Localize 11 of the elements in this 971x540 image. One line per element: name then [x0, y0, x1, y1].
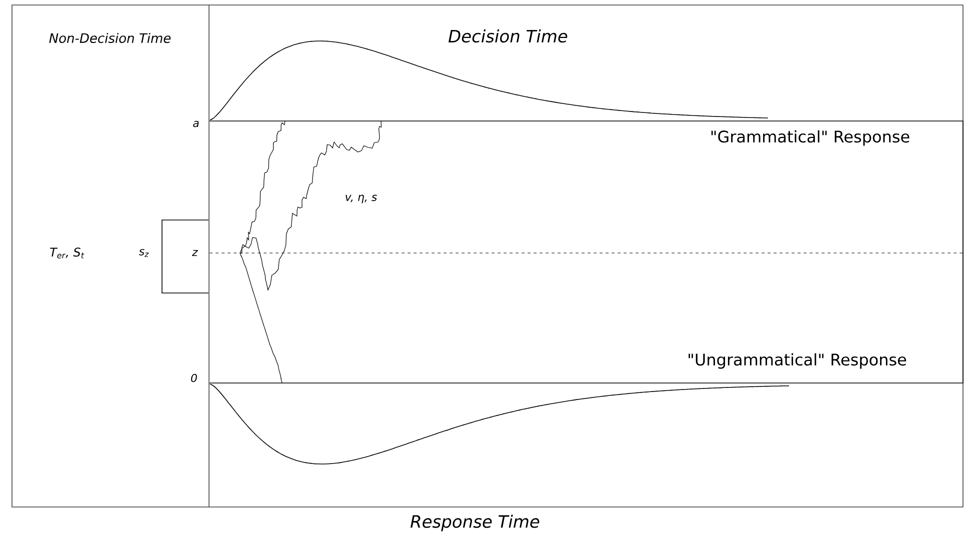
- axis-label: Non-Decision Time: [49, 32, 171, 44]
- starting-point-box: z: [162, 220, 209, 294]
- axis-label: Decision Time: [448, 29, 568, 43]
- response-label: "Grammatical" Response: [711, 130, 910, 146]
- response-label: "Ungrammatical" Response: [688, 353, 906, 369]
- parameter-label: v, η, s: [346, 194, 377, 204]
- boundary-label: a: [193, 120, 199, 128]
- parameter-label: s$_{z}$: [139, 249, 149, 257]
- axis-label: Response Time: [410, 514, 540, 532]
- boundary-label: 0: [191, 374, 197, 382]
- parameter-label: T$_{er}$, S$_{t}$: [50, 248, 84, 258]
